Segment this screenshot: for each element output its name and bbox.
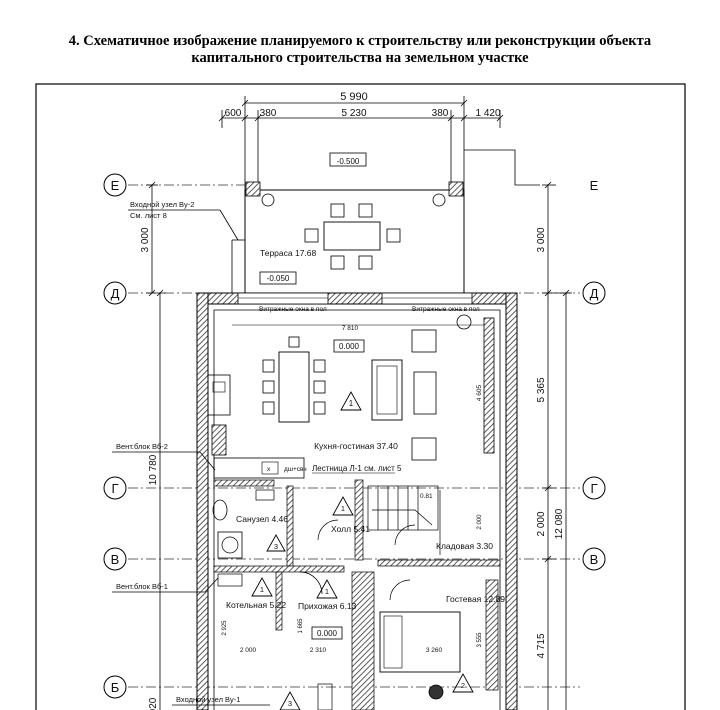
bathroom xyxy=(212,489,286,559)
room-boiler: Котельная 5.22 xyxy=(226,600,286,610)
marker-bath: 3 xyxy=(274,542,278,551)
marker-boiler: 1 xyxy=(260,585,264,594)
terrace xyxy=(231,152,465,293)
axis-label-v-right: В xyxy=(590,552,599,567)
axis-markers-left xyxy=(103,173,127,699)
label-stove: дш+свч xyxy=(284,466,307,473)
axis-label-e-right: Е xyxy=(590,178,599,193)
outer-walls xyxy=(196,292,518,710)
boiler-room xyxy=(217,573,273,597)
guest-room xyxy=(379,579,499,700)
axis-marker-v xyxy=(103,547,127,571)
level-terrace: -0.050 xyxy=(267,274,290,283)
label-vent-1: Вент.блок Вб-1 xyxy=(116,582,168,591)
axis-label-v: В xyxy=(111,552,120,567)
axis-label-e: Е xyxy=(111,178,120,193)
axis-marker-d-right xyxy=(582,281,606,305)
axis-label-g: Г xyxy=(111,481,118,496)
dim-left-3000: 3 000 xyxy=(140,227,151,252)
dim-right-12080: 12 080 xyxy=(554,508,565,539)
marker-hall: 1 xyxy=(341,504,345,513)
top-dimensions xyxy=(218,96,540,190)
marker-kitchen: 1 xyxy=(349,399,354,408)
axis-marker-b xyxy=(103,675,127,699)
kitchen-living xyxy=(207,314,484,479)
marker-3-bottom xyxy=(279,691,301,710)
axis-markers-right xyxy=(582,281,606,571)
room-hall: Холл 5.41 xyxy=(331,524,370,534)
marker-bottom: 3 xyxy=(288,699,292,708)
drawing-title: 4. Схематичное изображение планируемого … xyxy=(0,33,720,67)
left-dimensions xyxy=(146,181,166,710)
label-window-1: Витражные окна в пол xyxy=(259,306,327,313)
dim-left-10780: 10 780 xyxy=(148,454,159,485)
marker-guest: 2 xyxy=(461,681,465,690)
dim-top-600: 600 xyxy=(225,108,242,119)
room-entry: Прихожая 6.13 xyxy=(298,601,357,611)
leader-inlet-2 xyxy=(128,209,239,241)
dim-right-3000: 3 000 xyxy=(536,227,547,252)
axis-marker-g-right xyxy=(582,476,606,500)
right-dimensions xyxy=(542,181,572,710)
room-storage: Кладовая 3.30 xyxy=(436,541,493,551)
dim-top-380b: 380 xyxy=(432,108,449,119)
dim-top-1420: 1 420 xyxy=(475,108,500,119)
room-terrace: Терраса 17.68 xyxy=(260,248,317,258)
dim-inner-2925: 2 925 xyxy=(222,620,228,636)
dim-top-5230: 5 230 xyxy=(341,108,366,119)
dim-top-total: 5 990 xyxy=(340,91,368,103)
dim-inner-2000: 2 000 xyxy=(477,514,483,530)
storage-door xyxy=(394,524,416,546)
axis-label-d: Д xyxy=(111,286,120,301)
room-kitchen: Кухня-гостиная 37.40 xyxy=(314,441,398,451)
label-stair: Лестница Л-1 см. лист 5 xyxy=(312,464,402,473)
dim-top-380a: 380 xyxy=(260,108,277,119)
level-hall: 0.000 xyxy=(317,629,338,638)
interior-walls xyxy=(213,479,501,710)
dim-inner-3260: 3 260 xyxy=(426,647,443,654)
label-inlet-2: Входной узел Ву-2 xyxy=(130,200,194,209)
label-inlet-2-ref: См. лист 8 xyxy=(130,211,167,220)
dim-inner-4605: 4 605 xyxy=(476,384,483,401)
level-terrace-top: -0.500 xyxy=(337,157,360,166)
hall xyxy=(317,496,354,541)
room-bath: Санузел 4.46 xyxy=(236,514,288,524)
axis-label-d-right: Д xyxy=(590,286,599,301)
leader-vent-1 xyxy=(112,577,219,593)
axis-label-b: Б xyxy=(111,680,120,695)
axis-marker-v-right xyxy=(582,547,606,571)
room-guest: Гостевая 12.89 xyxy=(446,594,505,604)
label-window-2: Витражные окна в пол xyxy=(412,306,480,313)
dim-inner-2310: 2 310 xyxy=(310,647,327,654)
label-inlet-1: Входной узел Ву-1 xyxy=(176,695,240,704)
dim-inner-1665: 1 665 xyxy=(298,618,304,634)
axis-marker-d xyxy=(103,281,127,305)
dim-right-2000: 2 000 xyxy=(536,511,547,536)
axis-label-g-right: Г xyxy=(590,481,597,496)
title-line-1: 4. Схематичное изображение планируемого … xyxy=(68,33,652,49)
dim-inner-3555: 3 555 xyxy=(477,632,483,648)
dim-right-5365: 5 365 xyxy=(536,377,547,402)
dim-stair: 0.81 xyxy=(420,493,433,500)
right-column xyxy=(483,317,495,454)
axis-marker-g xyxy=(103,476,127,500)
label-sink-x: х xyxy=(267,466,271,473)
dim-right-4715: 4 715 xyxy=(536,633,547,658)
dim-left-920: 920 xyxy=(148,697,159,710)
staircase xyxy=(367,485,441,555)
leader-vent-2 xyxy=(112,451,216,471)
dim-inner-2000b: 2 000 xyxy=(240,647,257,654)
level-living: 0.000 xyxy=(339,342,360,351)
label-vent-2: Вент.блок Вб-2 xyxy=(116,442,168,451)
marker-entry: 1 xyxy=(325,587,329,596)
sheet-frame xyxy=(35,83,686,710)
dim-inner-7810: 7 810 xyxy=(342,325,359,332)
axis-marker-e xyxy=(103,173,127,197)
entry-room xyxy=(299,571,343,710)
title-line-2: капитального строительства на земельном … xyxy=(191,50,529,66)
